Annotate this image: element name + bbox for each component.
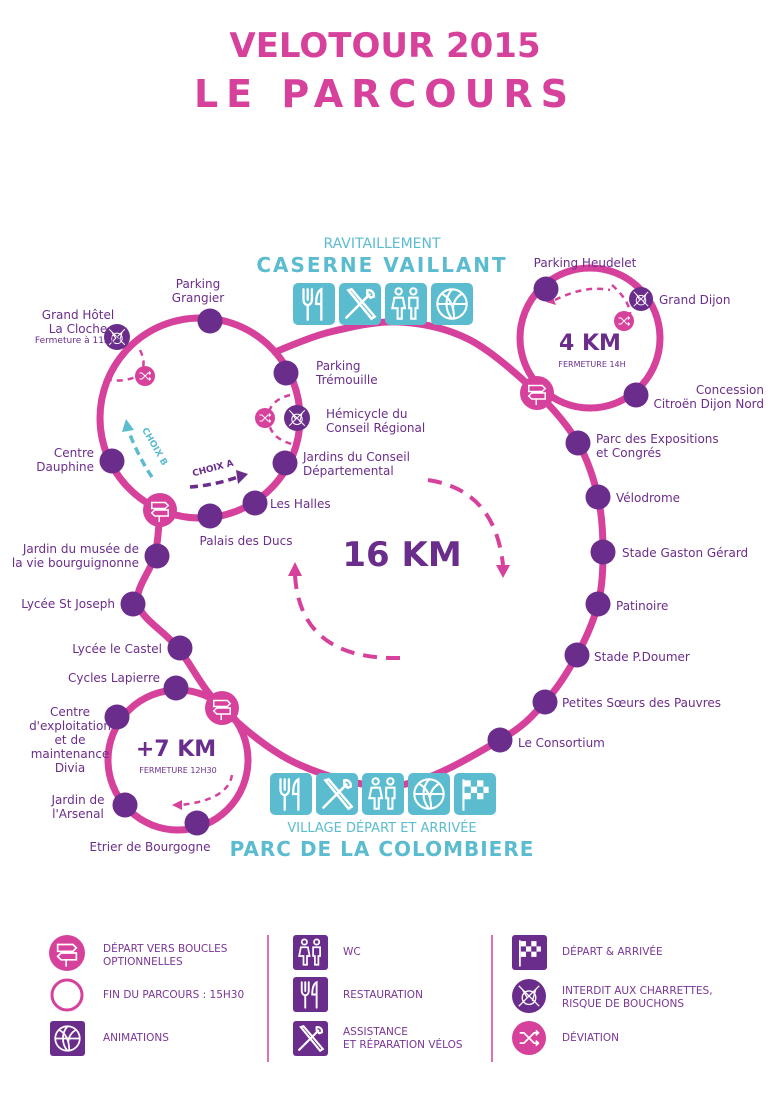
ravitaillement-name: CASERNE VAILLANT	[256, 253, 508, 277]
stop-marker-velodrome[interactable]	[585, 484, 611, 510]
stop-marker-parking-grangier[interactable]	[197, 308, 223, 334]
loop-north-closing: FERMETURE 14H	[558, 360, 626, 369]
stop-label-hemicycle: Hémicycle du Conseil Régional	[326, 407, 426, 435]
no-cart-marker[interactable]	[629, 287, 653, 311]
loop-north-distance: 4 KM	[559, 331, 621, 356]
stop-marker-stade-gaston[interactable]	[590, 539, 616, 565]
stop-marker-lycee-castel[interactable]	[167, 635, 193, 661]
stop-label-consortium: Le Consortium	[518, 736, 605, 750]
stop-marker-concession[interactable]	[623, 382, 649, 408]
stop-label-centre-exploitation: Centre d'exploitation et de maintenance …	[29, 705, 111, 775]
village-services	[270, 773, 496, 815]
village-name: PARC DE LA COLOMBIERE	[229, 837, 535, 861]
junction-signpost[interactable]	[143, 493, 177, 527]
stop-marker-jardin-musee[interactable]	[144, 543, 170, 569]
village-label: VILLAGE DÉPART ET ARRIVÉE	[287, 821, 477, 836]
stop-marker-lycee-joseph[interactable]	[120, 591, 146, 617]
stop-marker-les-halles[interactable]	[242, 490, 268, 516]
loop-south-distance: +7 KM	[135, 737, 217, 762]
stop-label-parking-grangier: Parking Grangier	[171, 277, 225, 305]
restauration-icon	[293, 977, 328, 1012]
legend-icons	[49, 935, 547, 1062]
arrow-heads	[122, 295, 556, 810]
stop-marker-jardin-arsenal[interactable]	[112, 792, 138, 818]
stop-label-petites-soeurs: Petites Sœurs des Pauvres	[562, 696, 722, 710]
legend-label-wc: WC	[343, 946, 361, 958]
stop-label-parc-expo: Parc des Expositions et Congrés	[596, 432, 719, 460]
stop-label-les-halles: Les Halles	[270, 497, 331, 511]
junction-signpost[interactable]	[205, 691, 239, 725]
stop-label-parking-heudelet: Parking Heudelet	[533, 256, 637, 270]
ring-icon	[50, 978, 84, 1012]
stop-label-stade-doumer: Stade P.Doumer	[594, 650, 690, 664]
stop-label-etrier: Etrier de Bourgogne	[89, 840, 211, 854]
legend-label-restauration: Restauration	[343, 989, 423, 1001]
no-cart-marker[interactable]	[284, 405, 310, 431]
loop-north-line	[516, 264, 664, 412]
stop-label-patinoire: Patinoire	[616, 599, 669, 613]
stop-label-stade-gaston: Stade Gaston Gérard	[622, 546, 749, 560]
stop-marker-petites-soeurs[interactable]	[532, 689, 558, 715]
stop-label-palais-ducs: Palais des Ducs	[199, 534, 293, 548]
stop-label-parking-tremouille: Parking Trémouille	[316, 359, 378, 387]
stop-marker-parc-expo[interactable]	[565, 430, 591, 456]
stop-label-grand-dijon: Grand Dijon	[659, 293, 731, 307]
ravitaillement-services	[293, 283, 473, 325]
page-subtitle: LE PARCOURS	[193, 72, 577, 116]
legend-label-deviation: Déviation	[562, 1032, 619, 1044]
deviation-marker[interactable]	[614, 311, 634, 331]
stop-marker-centre-dauphine[interactable]	[99, 448, 125, 474]
stop-marker-stade-doumer[interactable]	[564, 642, 590, 668]
stop-label-grand-hotel: Grand Hôtel La Cloche	[41, 308, 115, 336]
direction-arrows	[109, 284, 632, 807]
stop-marker-etrier[interactable]	[184, 810, 210, 836]
stop-markers	[99, 276, 649, 836]
deviation-marker[interactable]	[255, 408, 275, 428]
junction-signpost[interactable]	[520, 376, 554, 410]
stop-marker-patinoire[interactable]	[585, 591, 611, 617]
legend-label-signpost: Départ vers boucles optionnelles	[103, 943, 228, 968]
wc-icon	[293, 935, 328, 970]
stop-label-concession: Concession Citroën Dijon Nord	[653, 383, 764, 411]
no-cart-marker[interactable]	[104, 324, 130, 350]
checkered-flag-icon	[512, 935, 547, 970]
stop-label-velodrome: Vélodrome	[616, 491, 681, 505]
legend-label-ring: Fin du parcours : 15h30	[103, 989, 245, 1001]
loop-south-closing: FERMETURE 12H30	[139, 766, 217, 775]
main-loop-distance: 16 KM	[342, 535, 462, 575]
stop-label-jardin-arsenal: Jardin de l'Arsenal	[51, 793, 105, 821]
legend-label-animations: Animations	[103, 1032, 169, 1044]
stop-label-centre-dauphine: Centre Dauphine	[36, 446, 94, 474]
stop-marker-jardins-conseil[interactable]	[272, 450, 298, 476]
stop-marker-parking-heudelet[interactable]	[533, 276, 559, 302]
stop-marker-centre-exploitation[interactable]	[104, 704, 130, 730]
stop-marker-consortium[interactable]	[487, 727, 513, 753]
legend-label-assistance: Assistance et réparation vélos	[343, 1026, 463, 1051]
stop-label-jardin-musee: Jardin du musée de la vie bourguignonne	[11, 542, 139, 570]
stop-marker-cycles-lapierre[interactable]	[163, 675, 189, 701]
stop-label-jardins-conseil: Jardins du Conseil Départemental	[303, 450, 410, 478]
legend-label-checkered-flag: Départ & arrivée	[562, 946, 663, 958]
legend-label-no-cart: Interdit aux charrettes, risque de bouch…	[562, 985, 713, 1010]
stop-label-lycee-castel: Lycée le Castel	[72, 642, 162, 656]
stop-label-lycee-joseph: Lycée St Joseph	[21, 597, 115, 611]
grand-hotel-closing: Fermeture à 11h15	[34, 336, 122, 346]
stop-label-cycles-lapierre: Cycles Lapierre	[67, 671, 160, 685]
ravitaillement-label: RAVITAILLEMENT	[323, 236, 441, 252]
stop-marker-parking-tremouille[interactable]	[273, 360, 299, 386]
stop-marker-palais-ducs[interactable]	[197, 503, 223, 529]
page-title: VELOTOUR 2015	[229, 26, 541, 66]
deviation-marker[interactable]	[135, 366, 155, 386]
